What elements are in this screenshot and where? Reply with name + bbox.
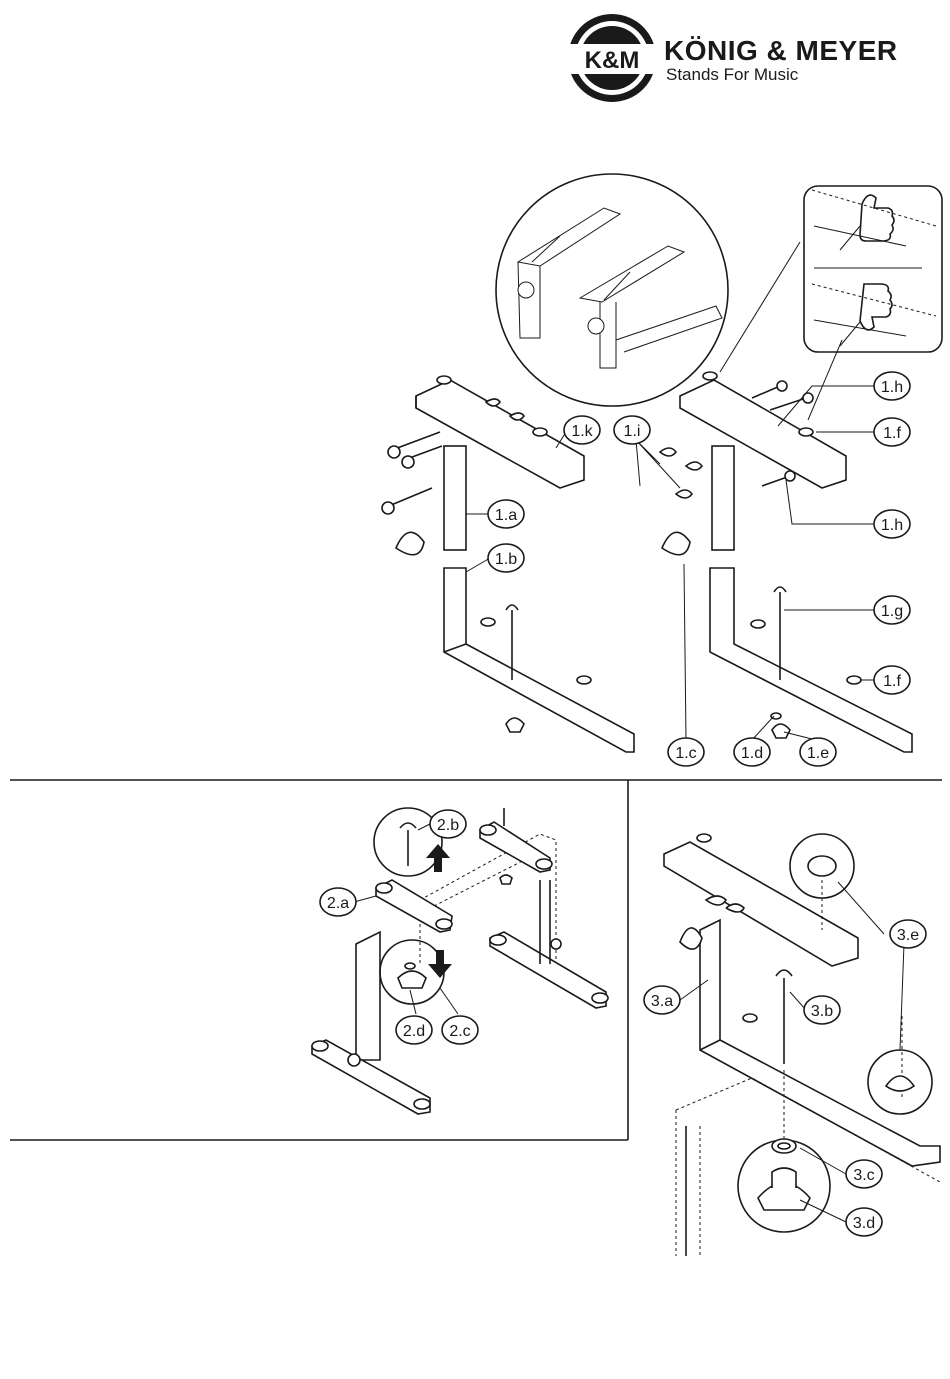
callout-1d: 1.d [734, 738, 770, 766]
svg-text:1.f: 1.f [883, 673, 901, 690]
brand-tagline: Stands For Music [666, 65, 799, 84]
svg-text:1.h: 1.h [881, 379, 903, 396]
svg-text:2.c: 2.c [449, 1023, 470, 1040]
callout-1h-mid: 1.h [874, 510, 910, 538]
callout-3d: 3.d [846, 1208, 882, 1236]
thumbs-down-icon [860, 284, 892, 330]
svg-text:1.g: 1.g [881, 603, 903, 620]
callout-1i: 1.i [614, 416, 650, 444]
svg-text:1.h: 1.h [881, 517, 903, 534]
callout-2c: 2.c [442, 1016, 478, 1044]
callout-2d: 2.d [396, 1016, 432, 1044]
callout-1f-top: 1.f [874, 418, 910, 446]
svg-text:3.a: 3.a [651, 993, 673, 1010]
svg-text:1.d: 1.d [741, 745, 763, 762]
callout-1f-bottom: 1.f [874, 666, 910, 694]
svg-text:1.b: 1.b [495, 551, 517, 568]
svg-text:1.k: 1.k [571, 423, 593, 440]
svg-text:3.c: 3.c [853, 1167, 874, 1184]
arrow-down-icon [428, 950, 452, 978]
brand-name: KÖNIG & MEYER [664, 35, 898, 66]
callout-3c: 3.c [846, 1160, 882, 1188]
svg-text:3.d: 3.d [853, 1215, 875, 1232]
callout-2b: 2.b [430, 810, 466, 838]
svg-text:1.f: 1.f [883, 425, 901, 442]
step-1-diagram: 1.k 1.i 1.a 1.b 1.h 1.f 1.h 1.g 1.f 1.c … [382, 174, 942, 766]
svg-text:2.d: 2.d [403, 1023, 425, 1040]
svg-text:1.c: 1.c [675, 745, 696, 762]
callout-2a: 2.a [320, 888, 356, 916]
callout-3a: 3.a [644, 986, 680, 1014]
svg-text:3.e: 3.e [897, 927, 919, 944]
callout-1g: 1.g [874, 596, 910, 624]
callout-1e: 1.e [800, 738, 836, 766]
svg-text:2.a: 2.a [327, 895, 349, 912]
callout-1c: 1.c [668, 738, 704, 766]
logo-text: K&M [585, 47, 640, 74]
callout-1h-top: 1.h [874, 372, 910, 400]
step-3-diagram: 3.e 3.a 3.b 3.c 3.d [644, 834, 940, 1256]
callout-3e: 3.e [890, 920, 926, 948]
svg-text:3.b: 3.b [811, 1003, 833, 1020]
svg-text:1.i: 1.i [624, 423, 641, 440]
svg-text:1.a: 1.a [495, 507, 517, 524]
brand-logo: K&M [566, 14, 658, 102]
step-2-diagram: 2.a 2.b 2.d 2.c [312, 808, 608, 1114]
callout-3b: 3.b [804, 996, 840, 1024]
callout-1a: 1.a [488, 500, 524, 528]
callout-1k: 1.k [564, 416, 600, 444]
callout-1b: 1.b [488, 544, 524, 572]
thumbs-up-icon [860, 195, 894, 241]
svg-text:2.b: 2.b [437, 817, 459, 834]
svg-text:1.e: 1.e [807, 745, 829, 762]
